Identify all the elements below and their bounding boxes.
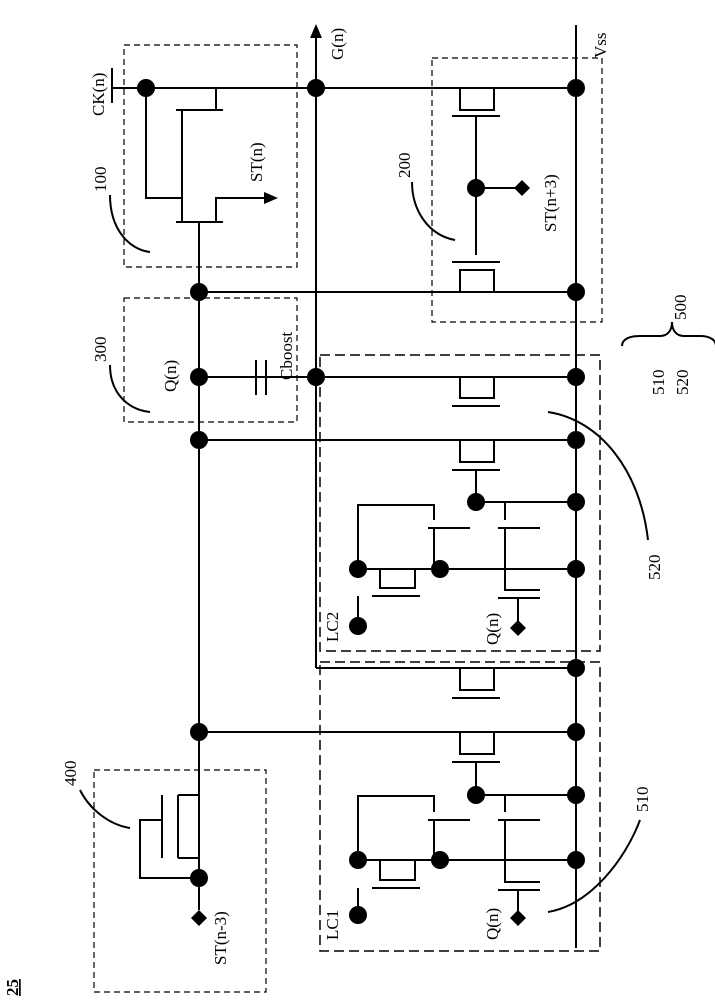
junction-dot bbox=[349, 906, 367, 924]
leader-100 bbox=[109, 194, 151, 253]
leader-300 bbox=[109, 364, 151, 413]
junction-dot bbox=[467, 493, 485, 511]
block-400-outline bbox=[93, 769, 267, 993]
junction-dot bbox=[467, 786, 485, 804]
label-cboost: Cboost bbox=[277, 332, 296, 380]
t100-source bbox=[182, 88, 217, 111]
junction-dot bbox=[567, 659, 585, 677]
junction-dot bbox=[467, 179, 485, 197]
junction-dot bbox=[431, 560, 449, 578]
block-300-outline bbox=[123, 297, 298, 423]
label-st-n: ST(n) bbox=[247, 142, 266, 182]
lc2-t1 bbox=[459, 377, 495, 399]
t200-top bbox=[459, 88, 495, 111]
label-q-main: Q(n) bbox=[161, 360, 180, 392]
junction-dot bbox=[567, 283, 585, 301]
junction-dot bbox=[349, 617, 367, 635]
lc1-t5 bbox=[379, 860, 416, 881]
junction-dot bbox=[349, 560, 367, 578]
ref-510: 510 bbox=[633, 787, 652, 813]
label-q-lc2: Q(n) bbox=[483, 613, 502, 645]
block-200-outline bbox=[431, 57, 603, 323]
block-520-outline bbox=[319, 354, 601, 652]
junction-dot bbox=[190, 283, 208, 301]
figure-number: 25 bbox=[3, 979, 22, 996]
lc2-t2 bbox=[459, 440, 495, 463]
diamond-st-n3m bbox=[191, 910, 207, 926]
leader-520 bbox=[547, 411, 649, 541]
junction-dot bbox=[567, 368, 585, 386]
junction-dot bbox=[307, 79, 325, 97]
junction-dot bbox=[190, 368, 208, 386]
arrow-g-n bbox=[310, 24, 322, 38]
t200-bottom bbox=[459, 269, 495, 292]
junction-dot bbox=[567, 560, 585, 578]
diamond-q-lc2 bbox=[510, 620, 526, 636]
lc1-t3 bbox=[357, 795, 435, 860]
label-lc2: LC2 bbox=[323, 612, 342, 642]
label-vss: Vss bbox=[591, 32, 610, 58]
junction-dot bbox=[567, 431, 585, 449]
brace-500 bbox=[621, 321, 715, 347]
junction-dot bbox=[190, 431, 208, 449]
t100-st-out bbox=[215, 197, 268, 222]
junction-dot bbox=[567, 851, 585, 869]
junction-dot bbox=[567, 723, 585, 741]
junction-dot bbox=[307, 368, 325, 386]
ref-510-b: 510 bbox=[649, 370, 668, 396]
t100-drain bbox=[145, 88, 182, 199]
arrow-st-n bbox=[264, 192, 278, 204]
leader-400 bbox=[79, 789, 131, 829]
block-510-outline bbox=[319, 661, 601, 952]
lc1-t2 bbox=[459, 732, 495, 755]
lc2-t3 bbox=[357, 504, 435, 569]
t400-gate-tie bbox=[139, 819, 199, 879]
block-100-outline bbox=[123, 44, 298, 268]
ref-520-b: 520 bbox=[673, 370, 692, 396]
lc1-t6 bbox=[504, 860, 540, 883]
junction-dot bbox=[567, 79, 585, 97]
diamond-st-n3p bbox=[514, 180, 530, 196]
label-st-n3m: ST(n-3) bbox=[211, 911, 230, 965]
junction-dot bbox=[137, 79, 155, 97]
label-q-lc1: Q(n) bbox=[483, 908, 502, 940]
lc2-t6 bbox=[504, 569, 540, 591]
leader-200 bbox=[411, 181, 456, 241]
junction-dot bbox=[190, 723, 208, 741]
junction-dot bbox=[349, 851, 367, 869]
lc2-t5 bbox=[379, 569, 416, 589]
lc1-t1 bbox=[459, 668, 495, 691]
ref-100: 100 bbox=[91, 167, 110, 193]
label-lc1: LC1 bbox=[323, 910, 342, 940]
ref-520: 520 bbox=[645, 555, 664, 581]
ref-400: 400 bbox=[61, 761, 80, 787]
ref-500: 500 bbox=[671, 295, 690, 321]
ref-200: 200 bbox=[395, 153, 414, 179]
label-st-n3p: ST(n+3) bbox=[541, 174, 560, 232]
junction-dot bbox=[431, 851, 449, 869]
ref-300: 300 bbox=[91, 337, 110, 363]
label-g-n: G(n) bbox=[328, 28, 347, 60]
diamond-q-lc1 bbox=[510, 910, 526, 926]
junction-dot bbox=[567, 786, 585, 804]
junction-dot bbox=[190, 869, 208, 887]
t400-source bbox=[178, 770, 200, 796]
junction-dot bbox=[567, 493, 585, 511]
label-ck: CK(n) bbox=[89, 73, 108, 116]
leader-510 bbox=[547, 819, 641, 913]
